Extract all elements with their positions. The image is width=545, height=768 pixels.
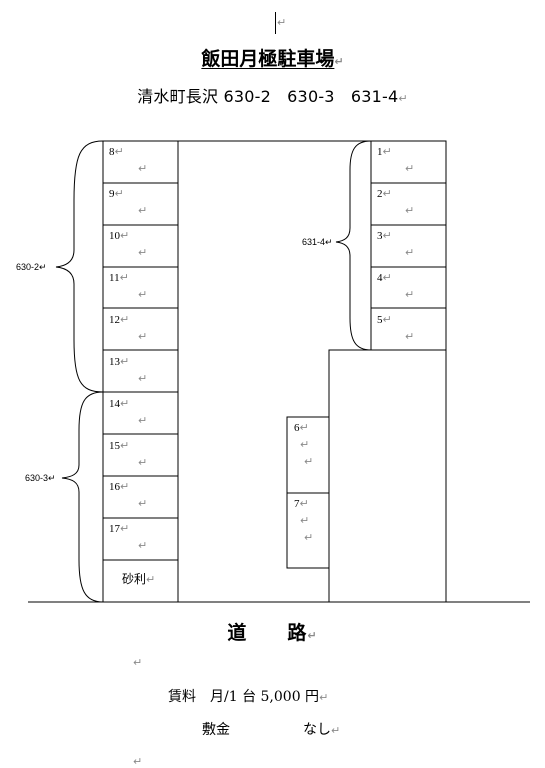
slot-label: 12↵ [109, 313, 130, 326]
slot-label: 16↵ [109, 480, 130, 493]
paragraph-mark: ↵ [304, 531, 314, 544]
paragraph-mark: ↵ [405, 162, 415, 175]
slot-label: 17↵ [109, 522, 130, 535]
slot-label: 5↵ [377, 313, 392, 326]
paragraph-mark: ↵ [334, 55, 344, 68]
deposit-label: 敷金 [202, 722, 230, 738]
slot-label: 2↵ [377, 187, 392, 200]
paragraph-mark: ↵ [319, 691, 329, 704]
slot-label: 1↵ [377, 145, 392, 158]
paragraph-mark: ↵ [138, 497, 148, 510]
title-text: 飯田月極駐車場 [201, 48, 335, 70]
slot-label: 9↵ [109, 187, 124, 200]
address-line: 清水町長沢 630-2 630-3 631-4↵ [0, 83, 545, 107]
paragraph-mark: ↵ [138, 372, 148, 385]
paragraph-mark: ↵ [138, 456, 148, 469]
road-label: 道 路↵ [0, 618, 545, 645]
slot-label: 11↵ [109, 271, 129, 284]
rent-line: 賃料 月/1 台 5,000 円↵ [168, 686, 328, 706]
text-cursor [275, 12, 276, 34]
building-block [329, 350, 446, 602]
group-label-631-4: 631-4↵ [302, 237, 333, 247]
paragraph-mark: ↵ [277, 16, 287, 29]
brace-630-2 [56, 141, 103, 392]
slot-label: 8↵ [109, 145, 124, 158]
paragraph-mark: ↵ [405, 288, 415, 301]
paragraph-mark: ↵ [304, 455, 314, 468]
paragraph-mark: ↵ [138, 204, 148, 217]
paragraph-mark: ↵ [405, 204, 415, 217]
slot-label: 13↵ [109, 355, 130, 368]
paragraph-mark: ↵ [405, 330, 415, 343]
gravel-label: 砂利↵ [122, 572, 156, 586]
paragraph-mark: ↵ [133, 755, 143, 768]
paragraph-mark: ↵ [138, 246, 148, 259]
paragraph-mark: ↵ [138, 162, 148, 175]
paragraph-mark: ↵ [307, 629, 318, 642]
page-title: 飯田月極駐車場↵ [0, 44, 545, 71]
paragraph-mark: ↵ [300, 438, 310, 451]
slot-label: 3↵ [377, 229, 392, 242]
paragraph-mark: ↵ [300, 514, 310, 527]
deposit-value: なし [303, 722, 331, 738]
road-text: 道 路 [227, 622, 308, 644]
paragraph-mark: ↵ [331, 724, 341, 737]
brace-631-4 [336, 141, 371, 350]
slot-label: 15↵ [109, 439, 130, 452]
paragraph-mark: ↵ [138, 539, 148, 552]
paragraph-mark: ↵ [138, 414, 148, 427]
paragraph-mark: ↵ [405, 246, 415, 259]
brace-630-3 [62, 392, 103, 602]
paragraph-mark: ↵ [133, 656, 143, 669]
slot-label: 14↵ [109, 397, 130, 410]
deposit-line: なし↵ [303, 719, 340, 739]
group-label-630-2: 630-2↵ [16, 262, 47, 272]
paragraph-mark: ↵ [398, 92, 408, 105]
slot-label: 7↵ [294, 497, 309, 510]
slot-label: 4↵ [377, 271, 392, 284]
address-text: 清水町長沢 630-2 630-3 631-4 [137, 87, 399, 106]
slot-label: 10↵ [109, 229, 130, 242]
paragraph-mark: ↵ [138, 288, 148, 301]
group-label-630-3: 630-3↵ [25, 473, 56, 483]
rent-text: 賃料 月/1 台 5,000 円 [168, 689, 320, 705]
paragraph-mark: ↵ [138, 330, 148, 343]
slot-label: 6↵ [294, 421, 309, 434]
